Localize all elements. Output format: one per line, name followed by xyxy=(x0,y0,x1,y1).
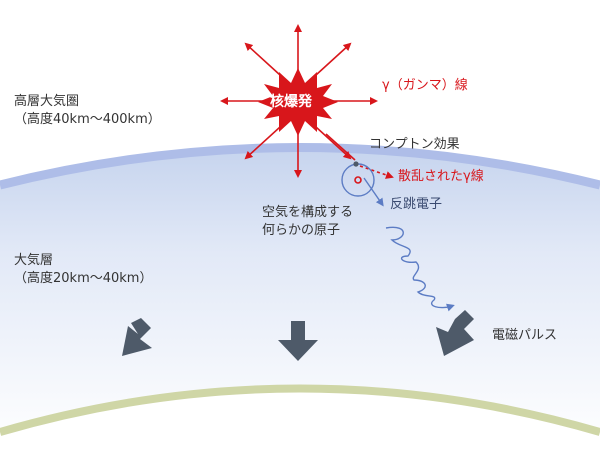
atmosphere-name: 大気層 xyxy=(14,253,54,268)
recoil-electron-line xyxy=(363,177,384,207)
ground xyxy=(0,388,600,450)
ground-line xyxy=(0,384,600,436)
atmosphere-label: 大気層 （高度20km〜40km） xyxy=(14,252,152,288)
emp-label: 電磁パルス xyxy=(492,328,558,343)
atom-label-line2: 何らかの原子 xyxy=(262,223,341,238)
electron-dot xyxy=(353,161,359,167)
upper-atmosphere-name: 高層大気圏 xyxy=(14,94,80,109)
recoil-electron-spiral xyxy=(385,226,455,312)
emp-arrow-center xyxy=(278,321,318,361)
atom-label: 空気を構成する 何らかの原子 xyxy=(262,204,353,240)
atmosphere-altitude: （高度20km〜40km） xyxy=(14,271,153,286)
upper-atmosphere-altitude: （高度40km〜400km） xyxy=(14,112,161,127)
scattered-gamma-label: 散乱されたγ線 xyxy=(398,169,484,184)
gamma-ray-arrows xyxy=(220,24,378,178)
atom-nucleus xyxy=(354,176,362,184)
gamma-ray-label: γ（ガンマ）線 xyxy=(382,78,468,93)
incoming-gamma-ray xyxy=(325,133,356,161)
atom-label-line1: 空気を構成する xyxy=(262,205,354,220)
emp-arrow-left xyxy=(122,318,152,356)
upper-atmosphere-label: 高層大気圏 （高度40km〜400km） xyxy=(14,93,161,129)
explosion-label: 核爆発 xyxy=(270,94,312,110)
upper-atmosphere-boundary xyxy=(0,143,600,190)
compton-effect-label: コンプトン効果 xyxy=(369,137,460,152)
explosion-burst xyxy=(258,68,338,136)
atmosphere-region xyxy=(0,147,600,450)
recoil-electron-label: 反跳電子 xyxy=(390,197,443,212)
emp-arrow-right xyxy=(436,310,474,356)
